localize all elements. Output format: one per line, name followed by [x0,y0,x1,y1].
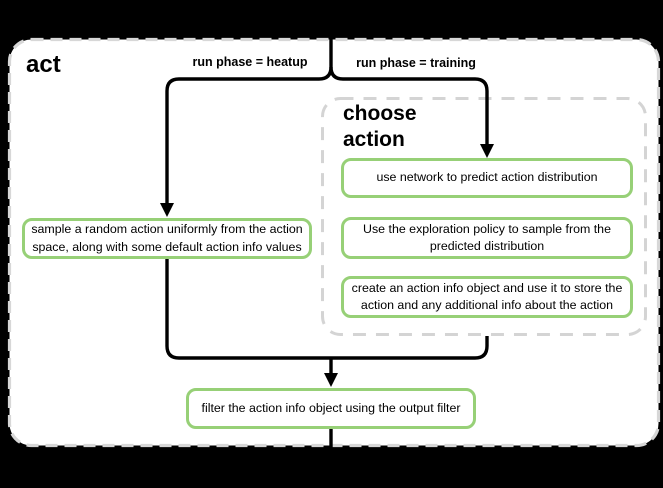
arrowhead-training [480,144,494,158]
arrowhead-filter [324,373,338,387]
edge-heatup-branch [165,66,333,203]
edge-sample-to-merge [165,259,331,360]
edge-training-branch [329,66,489,144]
node-filter-output: filter the action info object using the … [186,388,476,429]
node-exploration-policy-sample: Use the exploration policy to sample fro… [341,217,633,259]
diagram-title: act [26,51,61,78]
node-sample-random-action: sample a random action uniformly from th… [22,218,312,259]
group-title-choose-action: choose action [343,102,417,151]
edge-label-heatup: run phase = heatup [192,55,308,69]
act-container [7,37,661,448]
node-predict-action-distribution: use network to predict action distributi… [341,158,633,198]
arrowhead-heatup [160,203,174,217]
edge-label-training: run phase = training [356,56,476,70]
choose-action-container [321,97,647,336]
node-create-action-info: create an action info object and use it … [341,276,633,318]
edge-choose-to-merge [331,336,489,360]
